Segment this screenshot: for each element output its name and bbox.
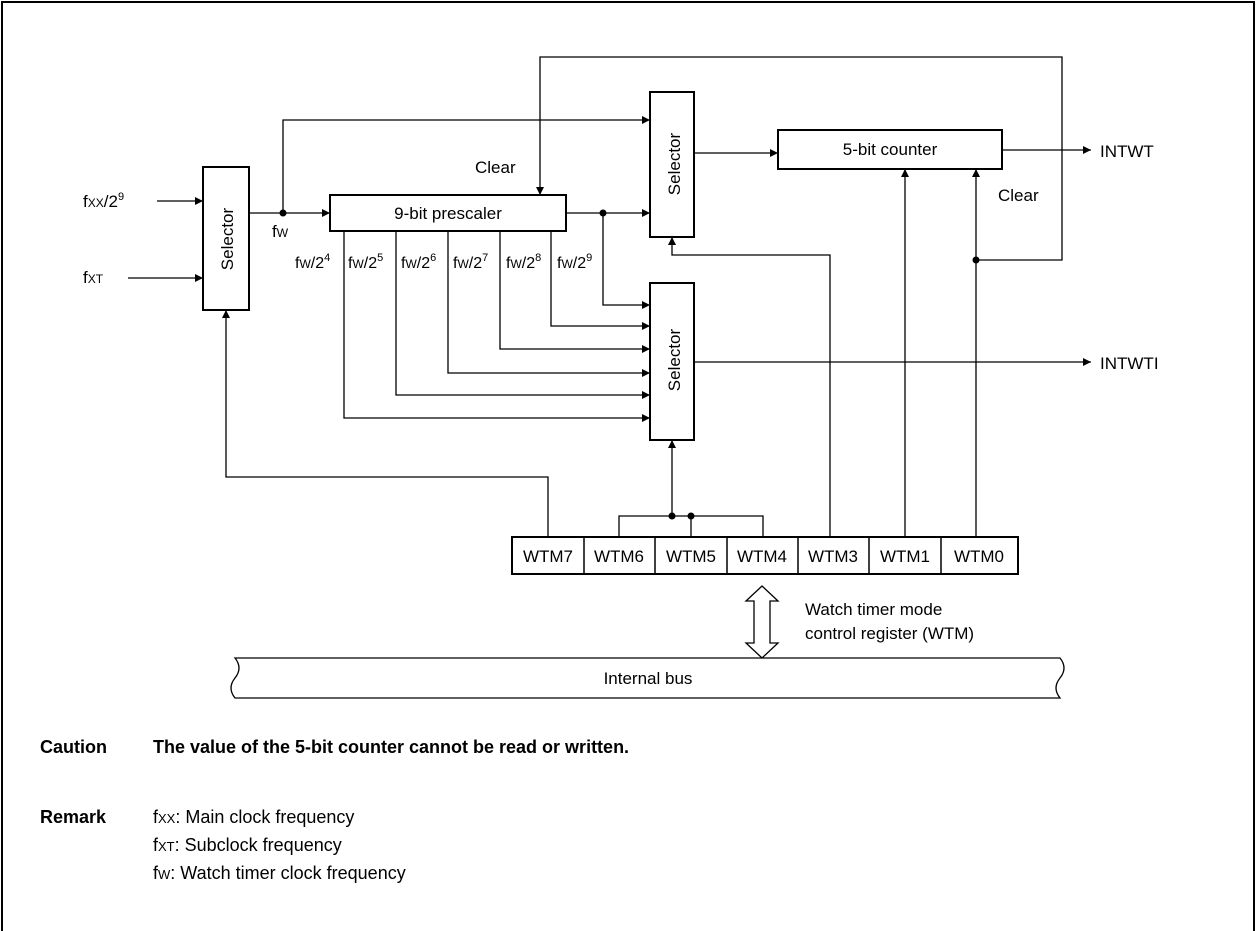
caution-label: Caution [40,737,107,757]
tap-label-fw-2-4: fW/24 [295,252,330,272]
internal-bus [230,657,1065,699]
fw-2-4-tap-wire [343,231,650,422]
tap-label-fw-2-5: fW/25 [348,252,383,272]
counter-box [777,129,1003,170]
remark-note: Remark fXX: Main clock frequency fXT: Su… [40,804,406,888]
remark-item-fxt: fXT: Subclock frequency [153,835,342,855]
wtm-bit-5: WTM5 [666,547,716,566]
tap-label-fw-2-6: fW/26 [401,252,436,272]
input-selector-box [202,166,250,311]
tap-label-fw-2-7: fW/27 [453,252,488,272]
tap-label-fw-2-9: fW/29 [557,252,592,272]
wtm5-junction-dot [687,512,695,520]
fw-2-8-tap-wire [550,231,650,330]
fxt-input-label: fXT [83,268,104,287]
wtm3-control-wire [668,237,831,537]
remark-item-fw: fW: Watch timer clock frequency [153,863,406,883]
remark-item-fxx: fXX: Main clock frequency [153,807,355,827]
counter-label: 5-bit counter [843,140,938,159]
bottom-selector-label: Selector [665,328,684,391]
wtm-bit-3: WTM3 [808,547,858,566]
fxx-input-label: fXX/29 [83,191,124,211]
register-bus-double-arrow [744,585,780,659]
top-selector-box [649,91,695,238]
wtm-register: WTM7 WTM6 WTM5 WTM4 WTM3 WTM1 WTM0 [511,536,1019,575]
fw-to-top-selector-wire [282,116,650,213]
prescaler-clear-label: Clear [475,158,516,177]
wtm-bit-6: WTM6 [594,547,644,566]
register-caption-line1: Watch timer mode [805,600,942,619]
wtm-bit-7: WTM7 [523,547,573,566]
counter-clear-label: Clear [998,186,1039,205]
caution-text: The value of the 5-bit counter cannot be… [153,737,630,757]
fw-2-7-tap-wire [499,231,650,353]
wtm-bit-4: WTM4 [737,547,787,566]
wtm0-junction-dot [972,256,980,264]
wtm-bit-1: WTM1 [880,547,930,566]
register-caption-line2: control register (WTM) [805,624,974,643]
clear-feedback-wire [536,56,1063,261]
top-selector-label: Selector [665,132,684,195]
fw-2-5-tap-wire [395,231,650,399]
wtm7-control-wire [222,310,549,537]
fw-2-9-tap-wire [602,213,650,309]
input-selector-label: Selector [218,207,237,270]
tap-label-fw-2-8: fW/28 [506,252,541,272]
bottom-selector-box [649,282,695,441]
intwt-label: INTWT [1100,142,1154,161]
intwti-label: INTWTI [1100,354,1159,373]
fw-2-6-tap-wire [447,231,650,377]
prescaler-label: 9-bit prescaler [394,204,502,223]
wtm-bit-0: WTM0 [954,547,1004,566]
wtm-register-box [511,536,1019,575]
remark-label: Remark [40,807,107,827]
fw-label: fW [272,222,289,241]
internal-bus-label: Internal bus [604,669,693,688]
caution-note: Caution The value of the 5-bit counter c… [40,737,629,758]
